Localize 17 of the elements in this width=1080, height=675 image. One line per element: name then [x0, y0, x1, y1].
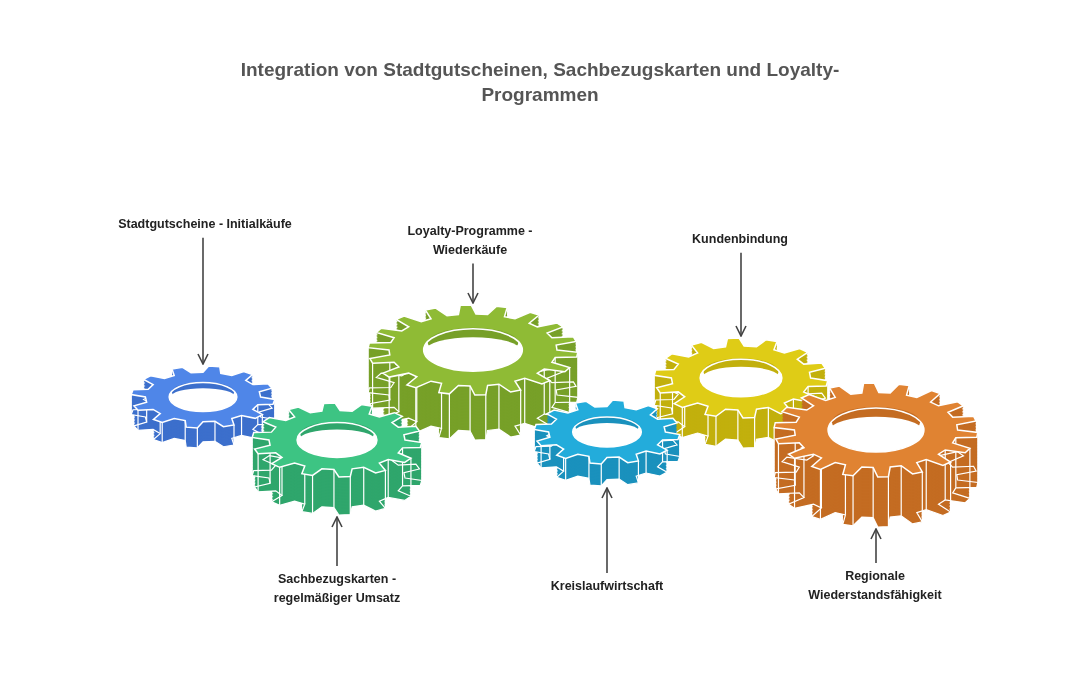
arrow [735, 251, 747, 337]
arrow [870, 528, 882, 564]
gear-drawing [534, 400, 680, 486]
gear-caption: Regionale Wiederstandsfähigkeit [780, 567, 970, 605]
arrow [331, 516, 343, 567]
arrow [601, 487, 613, 574]
gear-drawing [368, 305, 578, 440]
arrow [197, 236, 209, 365]
gear-caption: Kreislaufwirtschaft [512, 577, 702, 596]
gear-caption: Kundenbindung [645, 230, 835, 249]
diagram-title: Integration von Stadtgutscheinen, Sachbezugskarten und Loyalty-Programmen [239, 58, 841, 107]
gear-caption: Sachbezugskarten - regelmäßiger Umsatz [242, 570, 432, 608]
gear-drawing [252, 403, 422, 515]
arrow [467, 262, 479, 304]
gear-caption: Loyalty-Programme - Wiederkäufe [375, 222, 565, 260]
gear-drawing [131, 366, 275, 448]
gear-caption: Stadtgutscheine - Initialkäufe [110, 215, 300, 234]
